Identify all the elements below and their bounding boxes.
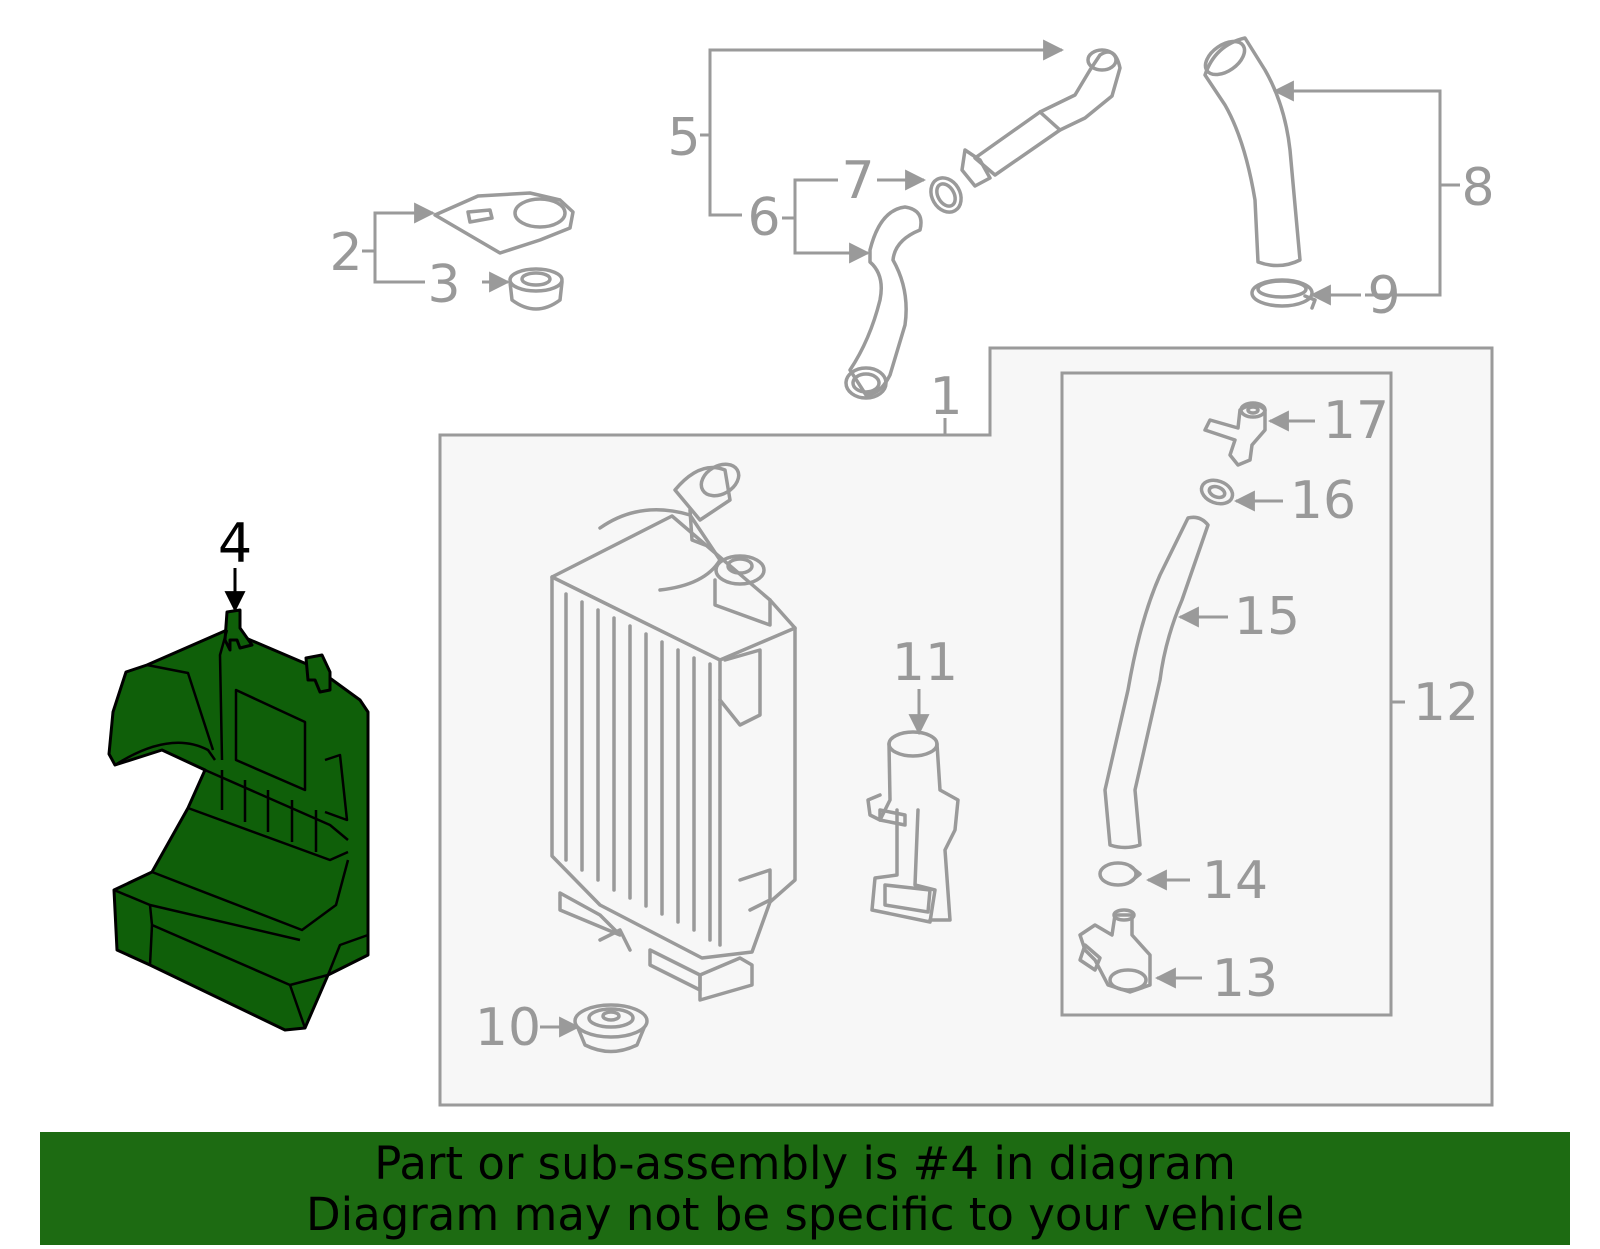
assembly-box-12 [1060, 371, 1393, 1017]
banner-line-2: Diagram may not be specific to your vehi… [306, 1188, 1304, 1241]
part-11-pipe [866, 730, 960, 924]
callout-7: 7 [841, 151, 874, 211]
callout-14: 14 [1202, 851, 1268, 911]
callout-5: 5 [667, 108, 700, 168]
part-17-sensor [1203, 401, 1267, 467]
callout-11: 11 [892, 633, 958, 693]
part-16-clamp [1199, 478, 1235, 506]
callout-1: 1 [929, 367, 962, 427]
part-5-pipe [960, 48, 1122, 188]
part-15-hose [1103, 515, 1210, 850]
callout-4: 4 [218, 512, 252, 575]
part-14-clip [1098, 861, 1142, 887]
part-13-valve [1078, 908, 1152, 994]
callout-16: 16 [1290, 471, 1356, 531]
part-4-duct [107, 608, 370, 1032]
part-7-clamp [929, 176, 963, 214]
part-2-bracket [433, 191, 575, 255]
part-8-hose [1203, 36, 1302, 268]
callout-13: 13 [1212, 949, 1278, 1009]
callout-6: 6 [747, 188, 780, 248]
callout-10: 10 [475, 998, 541, 1058]
callout-15: 15 [1234, 587, 1300, 647]
callout-8: 8 [1461, 158, 1494, 218]
callout-17: 17 [1323, 391, 1389, 451]
part-6-hose [844, 205, 923, 400]
leader-lines [224, 39, 1460, 1038]
part-3-grommet [508, 267, 564, 311]
callout-3: 3 [427, 255, 460, 315]
callout-9: 9 [1367, 266, 1400, 326]
callout-12: 12 [1413, 673, 1479, 733]
callout-2: 2 [329, 223, 362, 283]
banner-line-1: Part or sub-assembly is #4 in diagram [374, 1137, 1236, 1190]
intercooler [550, 462, 797, 1002]
info-banner: Part or sub-assembly is #4 in diagram Di… [40, 1132, 1570, 1245]
part-9-clamp [1250, 278, 1317, 310]
